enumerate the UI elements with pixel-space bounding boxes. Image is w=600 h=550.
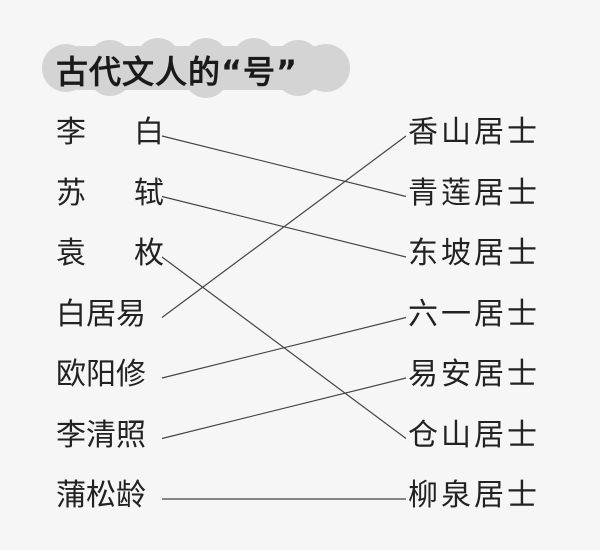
right-item[interactable]: 青莲居士 [408, 175, 540, 211]
left-item-char: 李 [56, 115, 86, 150]
page-title: 古代文人的“号” [56, 53, 299, 91]
title-banner: 古代文人的“号” [40, 38, 352, 98]
connection-line [161, 135, 407, 318]
right-item[interactable]: 东坡居士 [408, 236, 540, 271]
connection-line [161, 135, 407, 198]
left-item[interactable]: 袁枚 [56, 236, 164, 272]
connection-line [161, 316, 407, 379]
left-item[interactable]: 李白 [56, 115, 164, 151]
left-item-char: 苏 [56, 175, 86, 211]
right-item[interactable]: 柳泉居士 [408, 478, 540, 513]
left-item[interactable]: 苏轼 [56, 176, 164, 212]
left-item-char: 白 [134, 115, 164, 150]
connection-line [161, 377, 407, 440]
left-item-char: 枚 [134, 236, 164, 271]
left-item-char: 轼 [134, 175, 164, 211]
left-item[interactable]: 李清照 [56, 417, 146, 453]
right-item[interactable]: 香山居士 [408, 115, 540, 150]
right-item[interactable]: 易安居士 [408, 357, 540, 392]
left-item[interactable]: 白居易 [56, 296, 146, 332]
title-cloud-shape [42, 38, 350, 98]
right-item[interactable]: 六一居士 [408, 296, 540, 332]
left-item[interactable]: 欧阳修 [56, 357, 146, 392]
left-item-char: 袁 [56, 236, 86, 271]
left-item[interactable]: 蒲松龄 [56, 478, 146, 513]
right-item[interactable]: 仓山居士 [408, 417, 540, 453]
